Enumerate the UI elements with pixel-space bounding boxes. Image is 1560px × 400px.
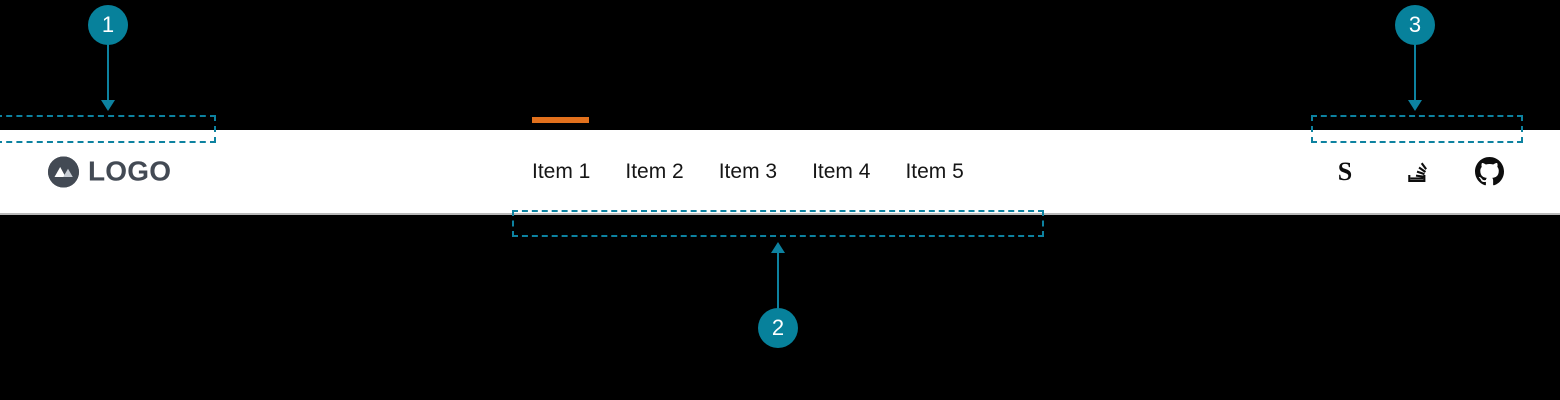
github-link[interactable] (1474, 157, 1504, 187)
nav-item-1[interactable]: Item 1 (532, 117, 591, 183)
nav-item-4[interactable]: Item 4 (812, 160, 871, 183)
sass-icon: S (1337, 156, 1353, 186)
annotation-leader-2 (777, 253, 779, 310)
stack-overflow-icon (1403, 158, 1431, 186)
annotation-arrow-1 (101, 100, 115, 111)
nav-item-3[interactable]: Item 3 (718, 160, 778, 183)
annotation-marker-3[interactable]: 3 (1395, 5, 1435, 45)
nav-menu: Item 1 Item 2 Item 3 Item 4 Item 5 (532, 117, 964, 213)
annotation-marker-1[interactable]: 1 (88, 5, 128, 45)
mountain-circle-icon (48, 156, 79, 187)
brand-logo-link[interactable]: LOGO (48, 156, 171, 187)
stack-overflow-link[interactable] (1402, 157, 1432, 187)
nav-item-2[interactable]: Item 2 (625, 160, 684, 183)
navigation-bar: LOGO Item 1 Item 2 Item 3 Item 4 Item 5 … (0, 117, 1560, 215)
annotation-leader-3 (1414, 44, 1416, 102)
annotation-arrow-3 (1408, 100, 1422, 111)
sass-link[interactable]: S (1330, 157, 1360, 187)
github-icon (1474, 157, 1504, 186)
annotation-arrow-2 (771, 242, 785, 253)
nav-item-5[interactable]: Item 5 (905, 160, 964, 183)
social-links: S (1330, 157, 1504, 187)
annotation-leader-1 (107, 44, 109, 102)
annotation-marker-2[interactable]: 2 (758, 308, 798, 348)
brand-name: LOGO (88, 155, 172, 187)
